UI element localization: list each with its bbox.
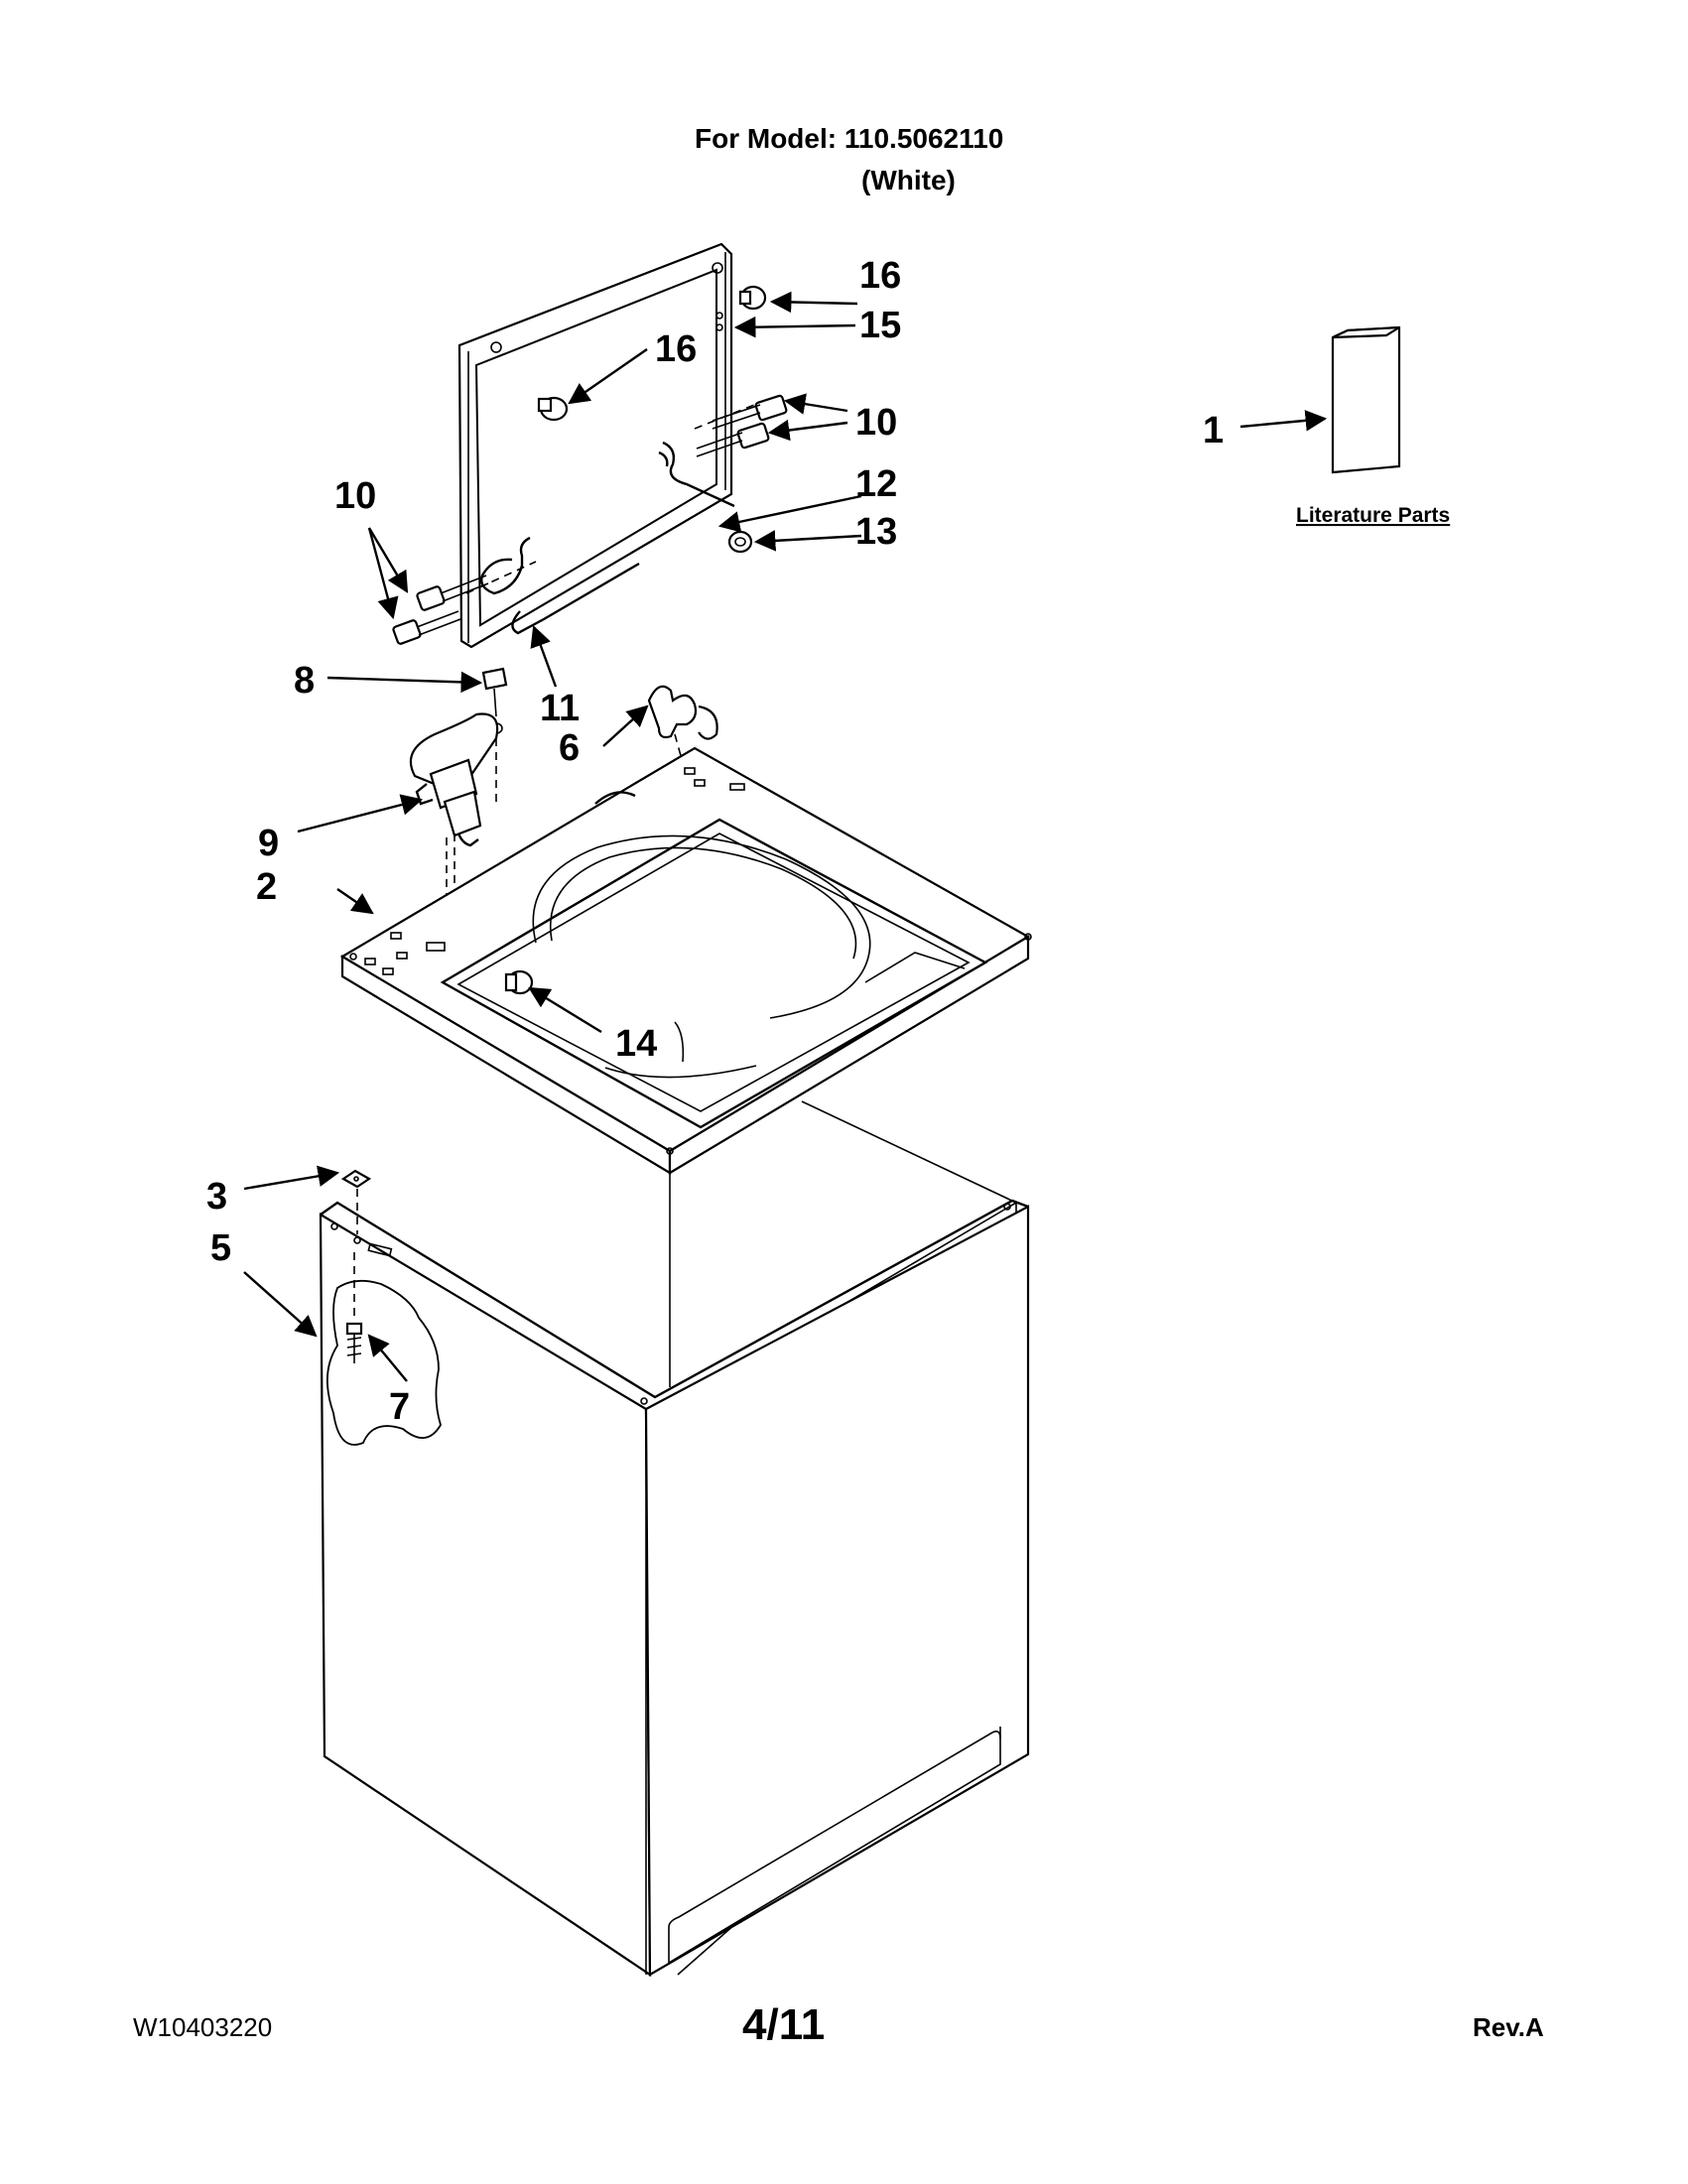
document-number: W10403220 [133,2012,273,2042]
literature-booklet [1331,325,1401,474]
callout-10-right: 10 [855,402,897,444]
cutaway [325,1252,442,1446]
callout-15: 15 [859,305,901,346]
callout-7: 7 [389,1386,410,1428]
callout-5: 5 [210,1227,231,1269]
callout-8: 8 [294,660,315,702]
revision: Rev.A [1473,2012,1544,2042]
literature-parts-label: Literature Parts [1296,504,1450,527]
lid-switch [409,712,499,847]
callout-16-mid: 16 [655,328,697,370]
callout-14: 14 [615,1023,657,1065]
cabinet [319,1100,1030,1978]
callout-2: 2 [256,866,277,908]
bumper-mid [537,396,569,422]
screws-right [696,394,788,457]
model-color: (White) [861,165,956,195]
switch-screw [481,667,508,734]
bumper-top [738,285,767,311]
callout-1: 1 [1203,410,1224,451]
inlet-fitting [504,969,534,995]
screws-left [392,575,489,645]
callout-3: 3 [206,1176,227,1218]
callout-11: 11 [540,688,580,729]
model-title: For Model: 110.5062110 [695,123,1004,154]
callout-10-left: 10 [334,475,376,517]
bushing [727,530,753,554]
top-panel [339,746,1032,1175]
callout-16-top: 16 [859,255,901,297]
page-number: 4/11 [742,2000,826,2049]
clip [340,1169,372,1189]
hinge-bracket [647,685,718,740]
lid-frame [457,242,733,649]
callout-6: 6 [559,727,580,769]
callout-9: 9 [258,823,279,864]
callout-13: 13 [855,511,897,553]
callout-12: 12 [855,463,897,505]
